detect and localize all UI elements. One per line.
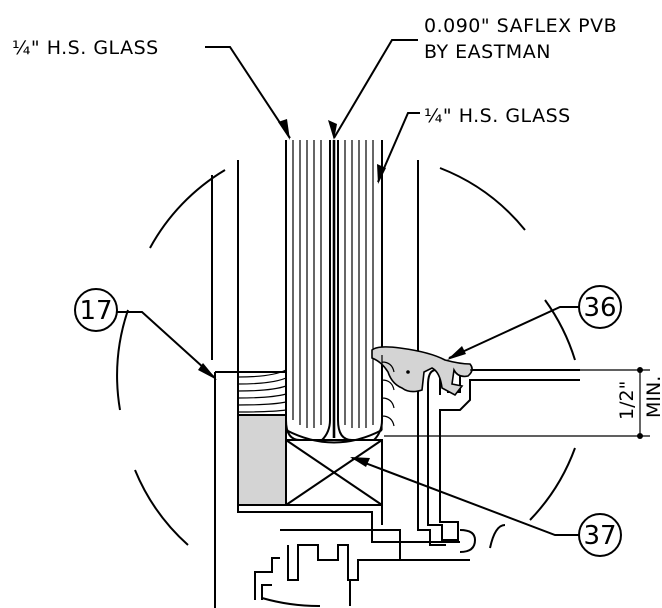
- dimension-value: 1/2": [616, 381, 638, 420]
- balloon-37: 37: [578, 513, 622, 557]
- dimension-note: MIN.: [643, 376, 662, 418]
- balloon-17: 17: [74, 288, 118, 332]
- gasket-fingers: [381, 355, 395, 430]
- svg-text:17: 17: [79, 296, 112, 326]
- interior-gasket: [371, 346, 473, 397]
- glass-lites: [211, 140, 419, 505]
- detail-boundary-circle: [116, 167, 576, 608]
- exterior-gasket: [237, 369, 287, 416]
- label-interlayer-line2: BY EASTMAN: [424, 41, 551, 63]
- svg-text:37: 37: [583, 521, 616, 551]
- label-glass-outer: ¼" H.S. GLASS: [12, 37, 159, 59]
- leader-lines: [117, 39, 580, 536]
- dimension-half-inch: [384, 367, 650, 439]
- label-interlayer-line1: 0.090" SAFLEX PVB: [424, 15, 617, 37]
- svg-text:36: 36: [583, 293, 616, 323]
- gray-filler-block: [237, 414, 287, 506]
- balloon-36: 36: [578, 285, 622, 329]
- frame-profile: [214, 371, 506, 608]
- setting-block: [285, 439, 383, 506]
- gasket-hole: [406, 370, 410, 374]
- label-glass-inner: ¼" H.S. GLASS: [424, 105, 571, 127]
